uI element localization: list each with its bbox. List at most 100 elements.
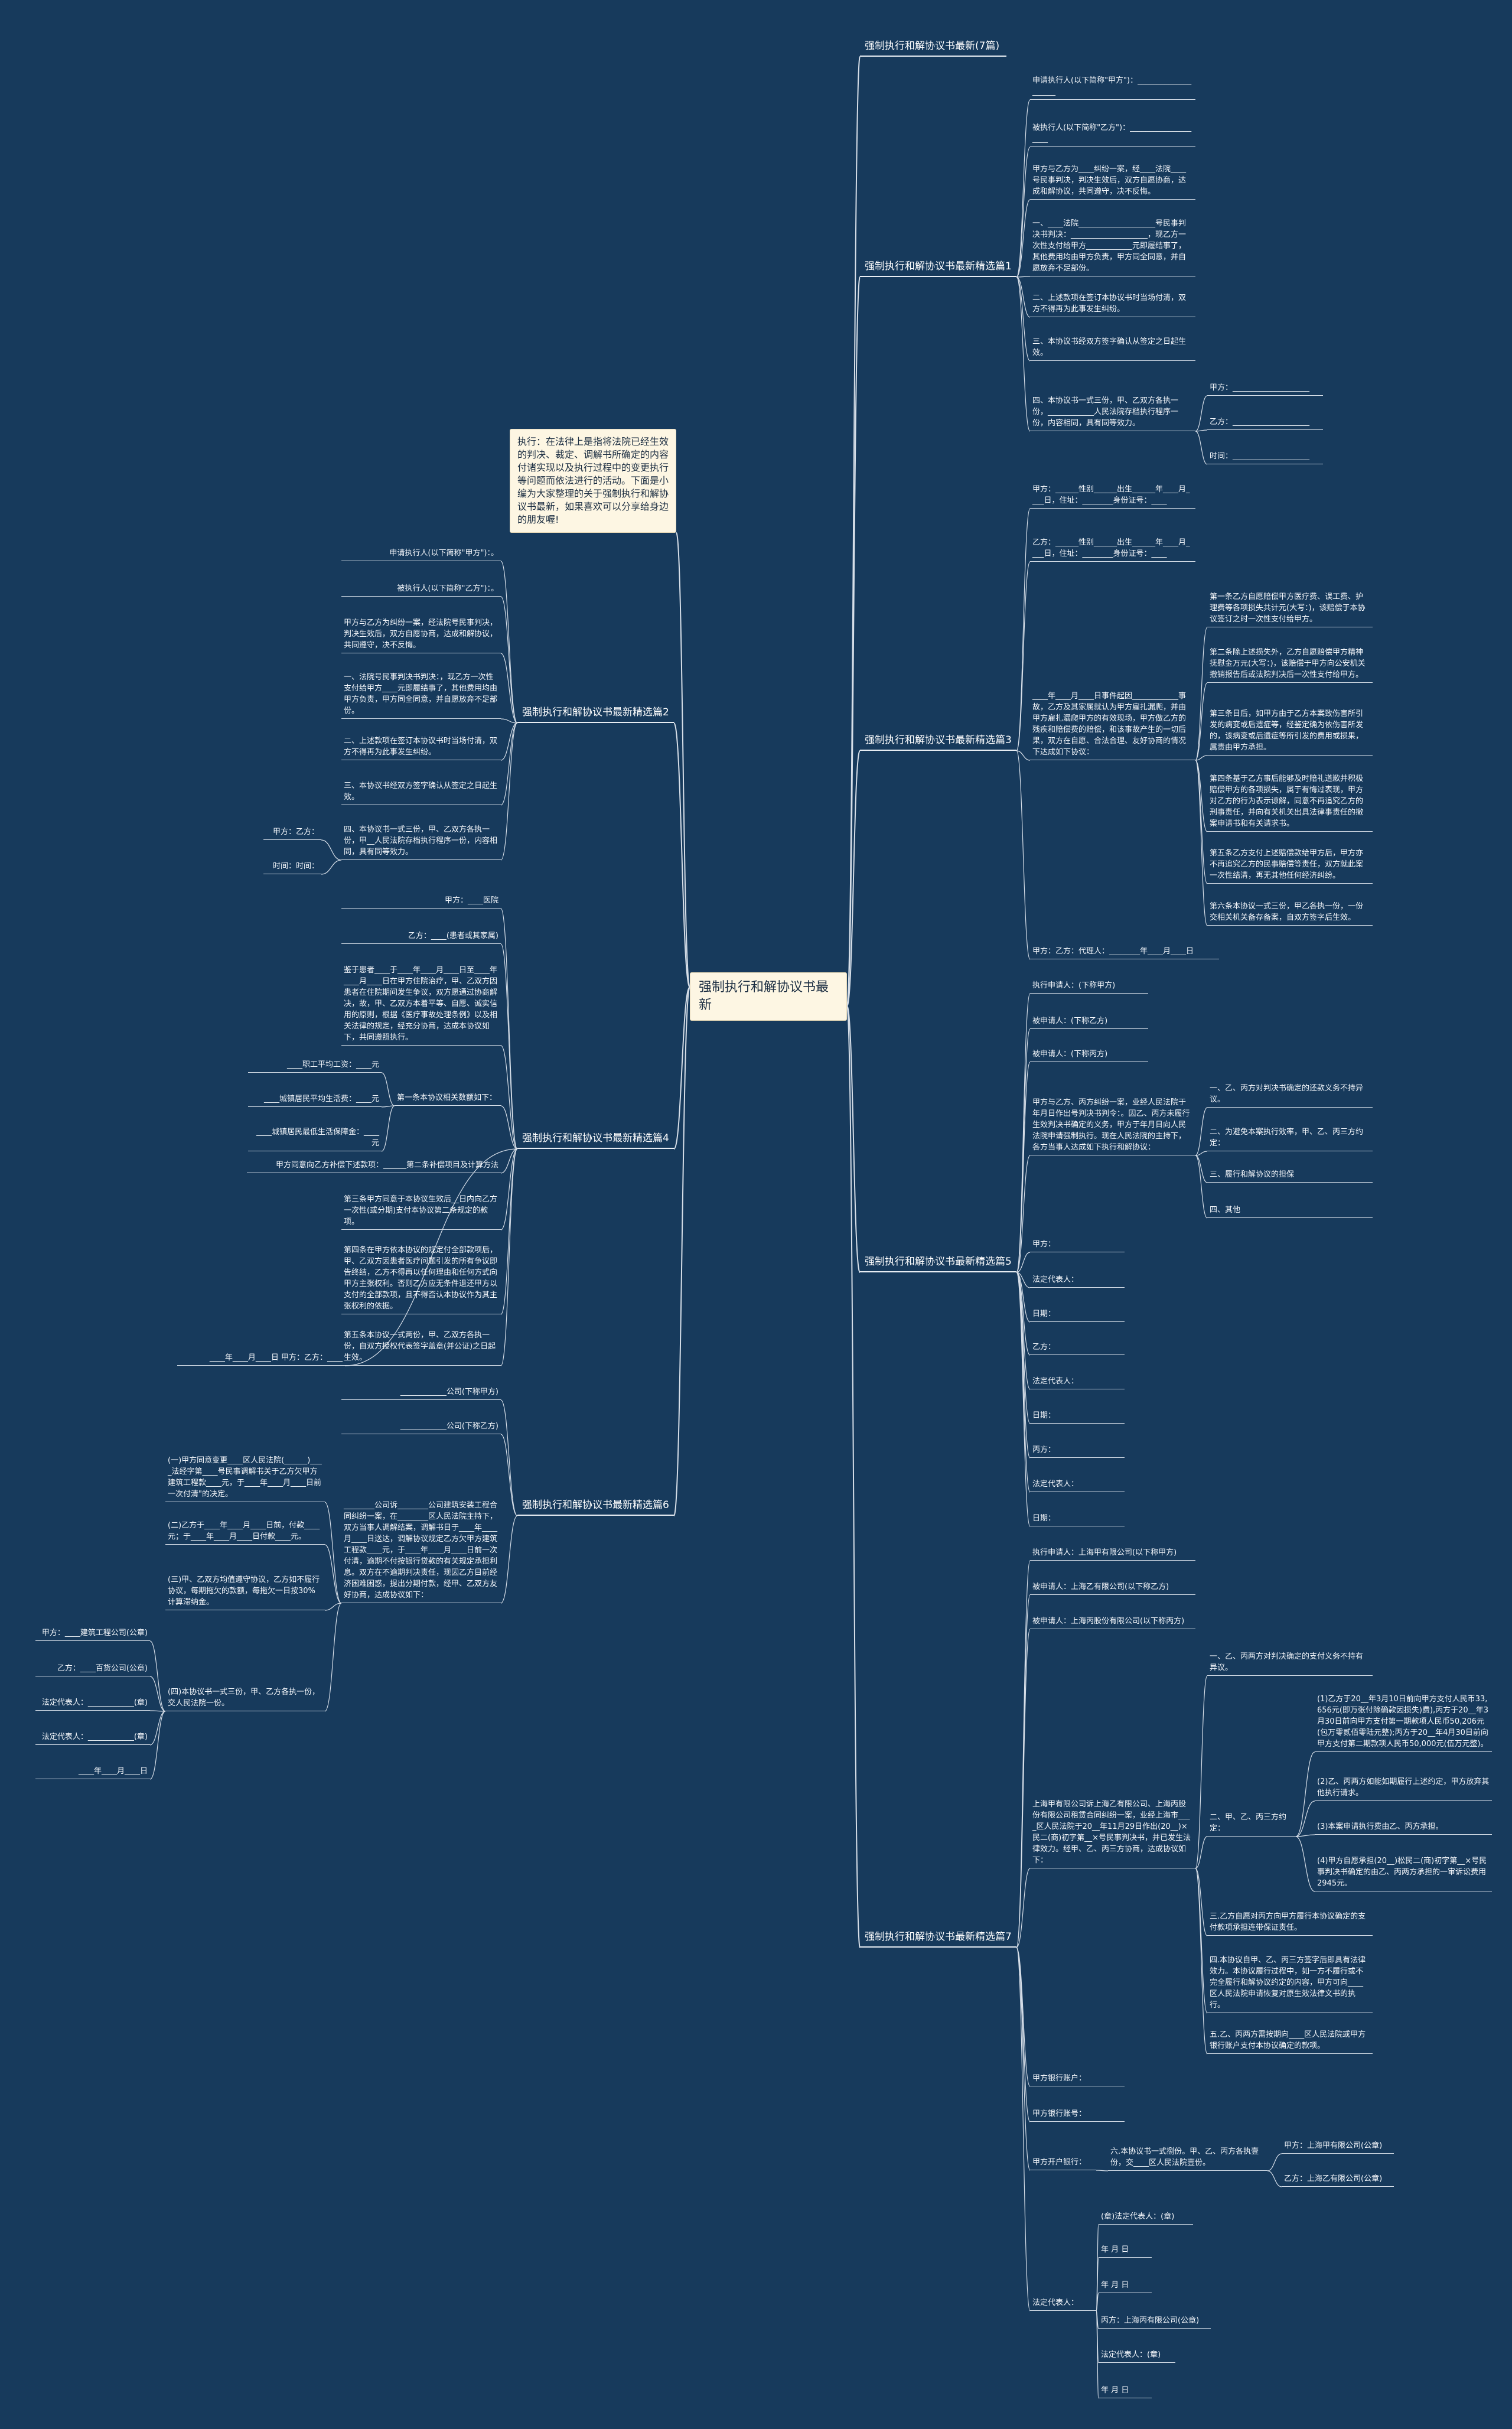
p2-item: 一、法院号民事判决书判决：，现乙方一次性支付给甲方____元即履结事了，其他费用… bbox=[341, 670, 501, 719]
connector bbox=[1195, 1868, 1208, 2054]
p7-item: 执行申请人：上海甲有限公司(以下称甲方) bbox=[1030, 1545, 1195, 1561]
connector bbox=[1295, 1751, 1315, 1837]
connector bbox=[1195, 760, 1208, 926]
p5-item: 执行申请人：(下称甲方) bbox=[1030, 978, 1148, 994]
p4-amount: ____职工平均工资：____元 bbox=[248, 1057, 382, 1073]
connector bbox=[1016, 1272, 1031, 1323]
branch-part-4[interactable]: 强制执行和解协议书最新精选篇4 bbox=[517, 1129, 674, 1149]
p2-signature: 时间：时间： bbox=[263, 859, 321, 874]
connector bbox=[1016, 993, 1031, 1273]
connector bbox=[1096, 2170, 1109, 2171]
root-topic[interactable]: 强制执行和解协议书最新 bbox=[690, 972, 847, 1021]
connector bbox=[1195, 1836, 1208, 1869]
connector bbox=[500, 1515, 518, 1604]
connector bbox=[1016, 750, 1031, 761]
p6-clause: (四)本协议书一式三份，甲、乙方各执一份，交人民法院一份。 bbox=[165, 1685, 325, 1711]
p7-legal-rep: 年 月 日 bbox=[1099, 2242, 1152, 2258]
p2-signature: 甲方：乙方： bbox=[263, 825, 321, 840]
p2-item: 三、本协议书经双方签字确认从签定之日起生效。 bbox=[341, 779, 501, 805]
p1-item: 甲方与乙方为____纠纷一案，经____法院____号民事判决，判决生效后，双方… bbox=[1030, 162, 1195, 200]
p7-clause: 二、甲、乙、丙三方约定： bbox=[1207, 1810, 1296, 1837]
p5-item: 法定代表人： bbox=[1030, 1477, 1125, 1492]
connector bbox=[500, 1045, 518, 1150]
branch-part-2[interactable]: 强制执行和解协议书最新精选篇2 bbox=[517, 703, 674, 723]
p3-clause: 第二条除上述损失外，乙方自愿赔偿甲方精神抚慰金万元(大写：)，该赔偿于甲方向公安… bbox=[1207, 645, 1373, 683]
p7-item: 甲方银行账户： bbox=[1030, 2071, 1125, 2086]
connector bbox=[1016, 1947, 1031, 2122]
connector bbox=[846, 276, 861, 1007]
p1-item: 四、本协议书一式三份，甲、乙双方各执一份，____________人民法院存档执… bbox=[1030, 393, 1195, 431]
p7-legal-rep: 丙方：上海丙有限公司(公章) bbox=[1099, 2313, 1211, 2329]
p2-item: 四、本协议书一式三份，甲、乙双方各执一份，甲__人民法院存档执行程序一份，内容相… bbox=[341, 822, 501, 860]
p6-clause: (二)乙方于____年____月____日前，付款____元；于____年___… bbox=[165, 1518, 325, 1545]
connector bbox=[500, 722, 518, 761]
connector bbox=[344, 1148, 518, 1366]
connector bbox=[321, 859, 342, 875]
p6-item: ________公司诉________公司建筑安装工程合同纠纷一案，在_____… bbox=[341, 1498, 501, 1603]
connector bbox=[149, 1711, 166, 1780]
connector bbox=[500, 561, 518, 724]
connector bbox=[1016, 1272, 1031, 1458]
p5-clause: 三、履行和解协议的担保 bbox=[1207, 1167, 1373, 1183]
p3-clause: 第四条基于乙方事后能够及时赔礼道歉并积极赔偿甲方的各项损失，属于有悔过表现，甲方… bbox=[1207, 771, 1373, 832]
p1-item: 二、上述款项在签订本协议书时当场付清，双方不得再为此事发生纠纷。 bbox=[1030, 291, 1195, 317]
connector bbox=[1016, 276, 1031, 318]
connector bbox=[1195, 1107, 1208, 1156]
connector bbox=[1195, 1675, 1208, 1869]
connector bbox=[1195, 429, 1208, 432]
branch-part-6[interactable]: 强制执行和解协议书最新精选篇6 bbox=[517, 1496, 674, 1516]
connector bbox=[324, 1502, 342, 1604]
connector bbox=[381, 1072, 395, 1106]
connector bbox=[321, 839, 342, 861]
p4-amount: ____城镇居民平均生活费：____元 bbox=[248, 1092, 382, 1107]
connector bbox=[1195, 431, 1208, 465]
branch-title[interactable]: 强制执行和解协议书最新(7篇) bbox=[860, 37, 1006, 57]
p5-item: 日期： bbox=[1030, 1307, 1125, 1322]
p7-clause: 一、乙、丙两方对判决确定的支付义务不持有异议。 bbox=[1207, 1649, 1373, 1676]
branch-part-7[interactable]: 强制执行和解协议书最新精选篇7 bbox=[860, 1927, 1016, 1948]
p5-item: 被申请人：(下称丙方) bbox=[1030, 1047, 1148, 1062]
p4-signature: ____年____月____日 甲方：乙方：____ bbox=[177, 1350, 345, 1366]
p4-item: 第三条甲方同意于本协议生效后__日内向乙方一次性(或分期)支付本协议第二条规定的… bbox=[341, 1192, 501, 1230]
p5-item: 甲方： bbox=[1030, 1237, 1125, 1252]
connector bbox=[500, 1148, 518, 1174]
branch-part-5[interactable]: 强制执行和解协议书最新精选篇5 bbox=[860, 1252, 1016, 1272]
connector bbox=[500, 653, 518, 724]
connector bbox=[1195, 682, 1208, 761]
connector bbox=[500, 1148, 518, 1230]
p5-clause: 一、乙、丙方对判决书确定的还款义务不持异议。 bbox=[1207, 1081, 1373, 1108]
connector bbox=[1016, 1062, 1031, 1273]
p2-item: 被执行人(以下简称"乙方")：。 bbox=[341, 581, 501, 597]
connector bbox=[149, 1676, 166, 1712]
connector bbox=[324, 1603, 342, 1712]
p5-item: 法定代表人： bbox=[1030, 1374, 1125, 1389]
connector bbox=[500, 943, 518, 1150]
p1-item: 被执行人(以下简称"乙方")：____________________ bbox=[1030, 121, 1195, 147]
connector bbox=[1195, 760, 1208, 832]
connector bbox=[149, 1711, 166, 1746]
p7-agreement-copies: 六.本协议书一式捌份。甲、乙、丙方各执壹份，交____区人民法院壹份。 bbox=[1108, 2144, 1267, 2171]
p5-item: 丙方： bbox=[1030, 1443, 1125, 1458]
connector bbox=[1267, 2153, 1282, 2171]
connector bbox=[1016, 1947, 1031, 2311]
connector bbox=[846, 1005, 861, 1948]
p6-clause: (一)甲方同意变更____区人民法院(______)____法经字第____号民… bbox=[165, 1453, 325, 1502]
p4-item: 甲方：____医院 bbox=[341, 893, 501, 909]
connector bbox=[1195, 1151, 1208, 1156]
p2-item: 甲方与乙方为纠纷一案，经法院号民事判决，判决生效后，双方自愿协商，达成和解协议，… bbox=[341, 616, 501, 653]
p6-item: ____________公司(下称乙方) bbox=[341, 1419, 501, 1434]
connector bbox=[324, 1544, 342, 1604]
p5-clause: 四、其他 bbox=[1207, 1203, 1373, 1218]
connector bbox=[1016, 1629, 1031, 1948]
p6-item: ____________公司(下称甲方) bbox=[341, 1385, 501, 1400]
connector bbox=[1295, 1800, 1315, 1837]
p3-clause: 第五条乙方支付上述赔偿款给甲方后，甲方亦不再追究乙方的民事赔偿等责任，双方就此案… bbox=[1207, 846, 1373, 884]
connector bbox=[1195, 1868, 1208, 2014]
connector bbox=[500, 908, 518, 1150]
branch-part-3[interactable]: 强制执行和解协议书最新精选篇3 bbox=[860, 731, 1016, 751]
branch-part-1[interactable]: 强制执行和解协议书最新精选篇1 bbox=[860, 257, 1016, 277]
p7-clause: 五.乙、丙两方需按期向____区人民法院或甲方银行账户支付本协议确定的款项。 bbox=[1207, 2027, 1373, 2054]
p7-sub-clause: (4)甲方自愿承担(20__)松民二(商)初字第__×号民事判决书确定的由乙、丙… bbox=[1315, 1854, 1492, 1891]
